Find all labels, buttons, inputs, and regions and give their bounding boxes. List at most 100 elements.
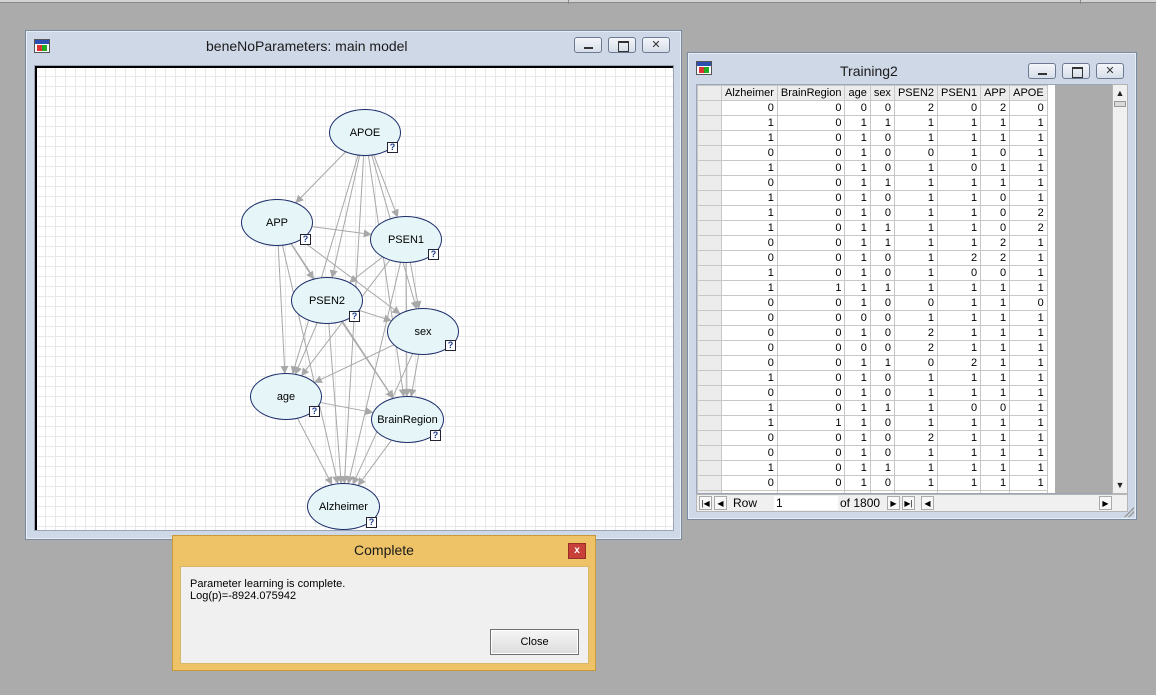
table-cell[interactable]: 0 xyxy=(721,490,778,493)
last-record-icon[interactable]: ▶| xyxy=(902,496,915,510)
row-header[interactable] xyxy=(697,310,722,326)
table-cell[interactable]: 1 xyxy=(776,415,846,431)
table-cell[interactable]: 1 xyxy=(937,325,982,341)
scroll-up-icon[interactable]: ▲ xyxy=(1115,88,1125,98)
table-cell[interactable]: 0 xyxy=(869,385,895,401)
table-cell[interactable]: 1 xyxy=(721,115,778,131)
table-cell[interactable]: 1 xyxy=(1009,385,1048,401)
table-cell[interactable]: 1 xyxy=(844,145,871,161)
table-cell[interactable]: 1 xyxy=(893,370,939,386)
table-cell[interactable]: 1 xyxy=(844,175,871,191)
table-cell[interactable]: 1 xyxy=(721,400,778,416)
table-cell[interactable]: 1 xyxy=(1009,265,1048,281)
table-cell[interactable]: 1 xyxy=(844,280,871,296)
table-cell[interactable]: 1 xyxy=(937,130,982,146)
table-cell[interactable]: 1 xyxy=(1009,190,1048,206)
table-cell[interactable]: 0 xyxy=(893,295,939,311)
table-cell[interactable]: 0 xyxy=(776,370,846,386)
table-cell[interactable]: 0 xyxy=(980,490,1011,493)
table-cell[interactable]: 0 xyxy=(776,250,846,266)
table-cell[interactable]: 1 xyxy=(869,280,895,296)
row-header[interactable] xyxy=(697,280,722,296)
row-header[interactable] xyxy=(697,460,722,476)
row-number-input[interactable]: 1 xyxy=(774,496,838,510)
table-cell[interactable]: 1 xyxy=(1009,340,1048,356)
row-header[interactable] xyxy=(697,250,722,266)
table-cell[interactable]: 1 xyxy=(1009,475,1048,491)
help-badge-icon[interactable]: ? xyxy=(349,311,360,322)
table-cell[interactable]: 0 xyxy=(776,340,846,356)
table-cell[interactable]: 1 xyxy=(1009,355,1048,371)
table-cell[interactable]: 1 xyxy=(893,220,939,236)
table-cell[interactable]: 0 xyxy=(869,415,895,431)
table-cell[interactable]: 1 xyxy=(937,310,982,326)
table-cell[interactable]: 1 xyxy=(721,280,778,296)
table-cell[interactable]: 1 xyxy=(937,445,982,461)
table-cell[interactable]: 1 xyxy=(844,325,871,341)
table-cell[interactable]: 1 xyxy=(844,220,871,236)
model-window-titlebar[interactable]: beneNoParameters: main model ✕ xyxy=(26,31,681,59)
table-cell[interactable]: 1 xyxy=(844,250,871,266)
table-cell[interactable]: 0 xyxy=(869,265,895,281)
table-cell[interactable]: 0 xyxy=(776,325,846,341)
table-cell[interactable]: 1 xyxy=(893,415,939,431)
vertical-scrollbar[interactable]: ▲ ▼ xyxy=(1112,84,1128,494)
row-header[interactable] xyxy=(697,145,722,161)
table-cell[interactable]: 1 xyxy=(1009,310,1048,326)
table-cell[interactable]: 0 xyxy=(937,160,982,176)
scroll-down-icon[interactable]: ▼ xyxy=(1115,480,1125,490)
table-cell[interactable]: 0 xyxy=(776,190,846,206)
table-cell[interactable]: 0 xyxy=(844,100,871,116)
table-cell[interactable]: 1 xyxy=(893,235,939,251)
table-cell[interactable]: 1 xyxy=(844,265,871,281)
table-cell[interactable]: 1 xyxy=(776,280,846,296)
help-badge-icon[interactable]: ? xyxy=(309,406,320,417)
table-cell[interactable]: 1 xyxy=(844,235,871,251)
column-header[interactable]: APP xyxy=(980,85,1011,101)
row-header[interactable] xyxy=(697,175,722,191)
table-cell[interactable]: 0 xyxy=(721,295,778,311)
table-cell[interactable]: 1 xyxy=(844,475,871,491)
table-cell[interactable]: 1 xyxy=(893,115,939,131)
table-cell[interactable]: 1 xyxy=(869,115,895,131)
table-cell[interactable]: 1 xyxy=(1009,280,1048,296)
table-cell[interactable]: 0 xyxy=(937,265,982,281)
minimize-button[interactable] xyxy=(1028,63,1056,79)
table-cell[interactable]: 1 xyxy=(721,130,778,146)
table-cell[interactable]: 1 xyxy=(980,115,1011,131)
table-cell[interactable]: 0 xyxy=(776,205,846,221)
node-alzheimer[interactable]: Alzheimer ? xyxy=(307,483,380,530)
table-cell[interactable]: 0 xyxy=(776,145,846,161)
row-header[interactable] xyxy=(697,355,722,371)
first-record-icon[interactable]: |◀ xyxy=(699,496,712,510)
table-cell[interactable]: 1 xyxy=(937,190,982,206)
table-cell[interactable]: 1 xyxy=(721,460,778,476)
table-cell[interactable]: 1 xyxy=(937,280,982,296)
table-cell[interactable]: 0 xyxy=(937,490,982,493)
node-app[interactable]: APP ? xyxy=(241,199,313,246)
table-cell[interactable]: 1 xyxy=(1009,415,1048,431)
table-cell[interactable]: 0 xyxy=(776,355,846,371)
row-header[interactable] xyxy=(697,340,722,356)
table-cell[interactable]: 1 xyxy=(937,415,982,431)
table-cell[interactable]: 2 xyxy=(980,250,1011,266)
table-cell[interactable]: 1 xyxy=(893,460,939,476)
table-cell[interactable]: 1 xyxy=(937,295,982,311)
table-cell[interactable]: 1 xyxy=(844,490,871,493)
table-cell[interactable]: 2 xyxy=(980,235,1011,251)
table-cell[interactable]: 1 xyxy=(980,280,1011,296)
table-cell[interactable]: 0 xyxy=(776,265,846,281)
table-cell[interactable]: 1 xyxy=(980,175,1011,191)
table-cell[interactable]: 1 xyxy=(721,205,778,221)
table-cell[interactable]: 1 xyxy=(869,235,895,251)
table-cell[interactable]: 0 xyxy=(776,385,846,401)
table-cell[interactable]: 1 xyxy=(1009,115,1048,131)
row-header[interactable] xyxy=(697,100,722,116)
table-cell[interactable]: 1 xyxy=(893,385,939,401)
